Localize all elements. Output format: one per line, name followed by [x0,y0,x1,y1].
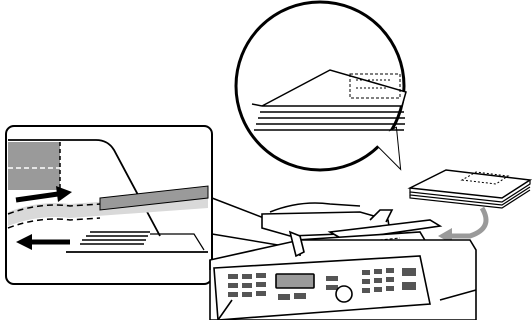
curved-arrow-icon [448,208,486,236]
lcd-display [276,274,314,288]
document-stack [410,170,530,208]
magnifier-callout [236,2,406,170]
zoom-inset [6,126,212,284]
multifunction-printer [210,203,476,320]
guide-block [8,142,60,190]
navigation-pad [336,286,352,302]
